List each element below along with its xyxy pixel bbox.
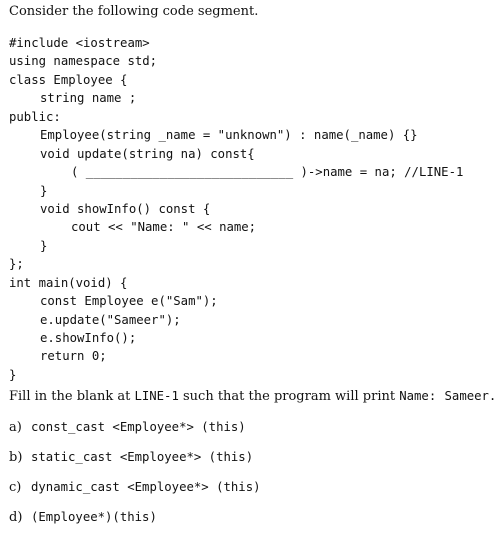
option-b[interactable]: b) static_cast <Employee*> (this): [9, 450, 253, 465]
code-line-class: class Employee {: [9, 72, 128, 87]
code-line-update-call: e.update("Sameer");: [40, 312, 181, 327]
option-a[interactable]: a) const_cast <Employee*> (this): [9, 420, 246, 435]
code-line-class-close: };: [9, 257, 24, 272]
code-line-main-close: }: [9, 367, 17, 382]
code-line-update-close: }: [40, 183, 48, 198]
question-text-middle: such that the program will print: [178, 389, 400, 404]
option-d[interactable]: d) (Employee*)(this): [9, 510, 157, 525]
question-text-before: Fill in the blank at: [9, 389, 135, 404]
code-line-include: #include <iostream>: [9, 36, 150, 50]
question-line-label: LINE-1: [134, 389, 179, 403]
option-a-letter: a): [9, 420, 22, 435]
code-line-const-employee: const Employee e("Sam");: [40, 294, 218, 309]
code-line-blank: ( ____________________________ )->name =…: [71, 165, 464, 180]
option-c[interactable]: c) dynamic_cast <Employee*> (this): [9, 480, 261, 495]
option-d-code: (Employee*)(this): [31, 510, 157, 524]
question-output-label: Name:: [399, 389, 437, 403]
code-line-showinfo-call: e.showInfo();: [40, 331, 137, 345]
option-d-letter: d): [9, 510, 23, 525]
code-line-update-decl: void update(string na) const{: [40, 146, 255, 161]
option-a-code: const_cast <Employee*> (this): [31, 420, 246, 434]
code-line-return: return 0;: [40, 349, 107, 364]
question-output-value: Sameer.: [444, 389, 497, 403]
code-block: #include <iostream> using namespace std;…: [9, 34, 463, 384]
code-line-public: public:: [9, 109, 61, 124]
option-b-code: static_cast <Employee*> (this): [31, 450, 254, 464]
code-line-cout: cout << "Name: " << name;: [71, 220, 257, 235]
code-line-showinfo-decl: void showInfo() const {: [40, 201, 211, 216]
option-b-letter: b): [9, 450, 23, 465]
code-line-showinfo-close: }: [40, 238, 48, 253]
code-line-member: string name ;: [40, 91, 137, 106]
question-text: Fill in the blank at LINE-1 such that th…: [9, 389, 496, 404]
code-line-main: int main(void) {: [9, 275, 128, 290]
code-line-constructor: Employee(string _name = "unknown") : nam…: [40, 128, 418, 143]
problem-intro: Consider the following code segment.: [9, 4, 259, 19]
option-c-code: dynamic_cast <Employee*> (this): [31, 480, 261, 494]
option-c-letter: c): [9, 480, 22, 495]
code-line-using: using namespace std;: [9, 54, 158, 69]
